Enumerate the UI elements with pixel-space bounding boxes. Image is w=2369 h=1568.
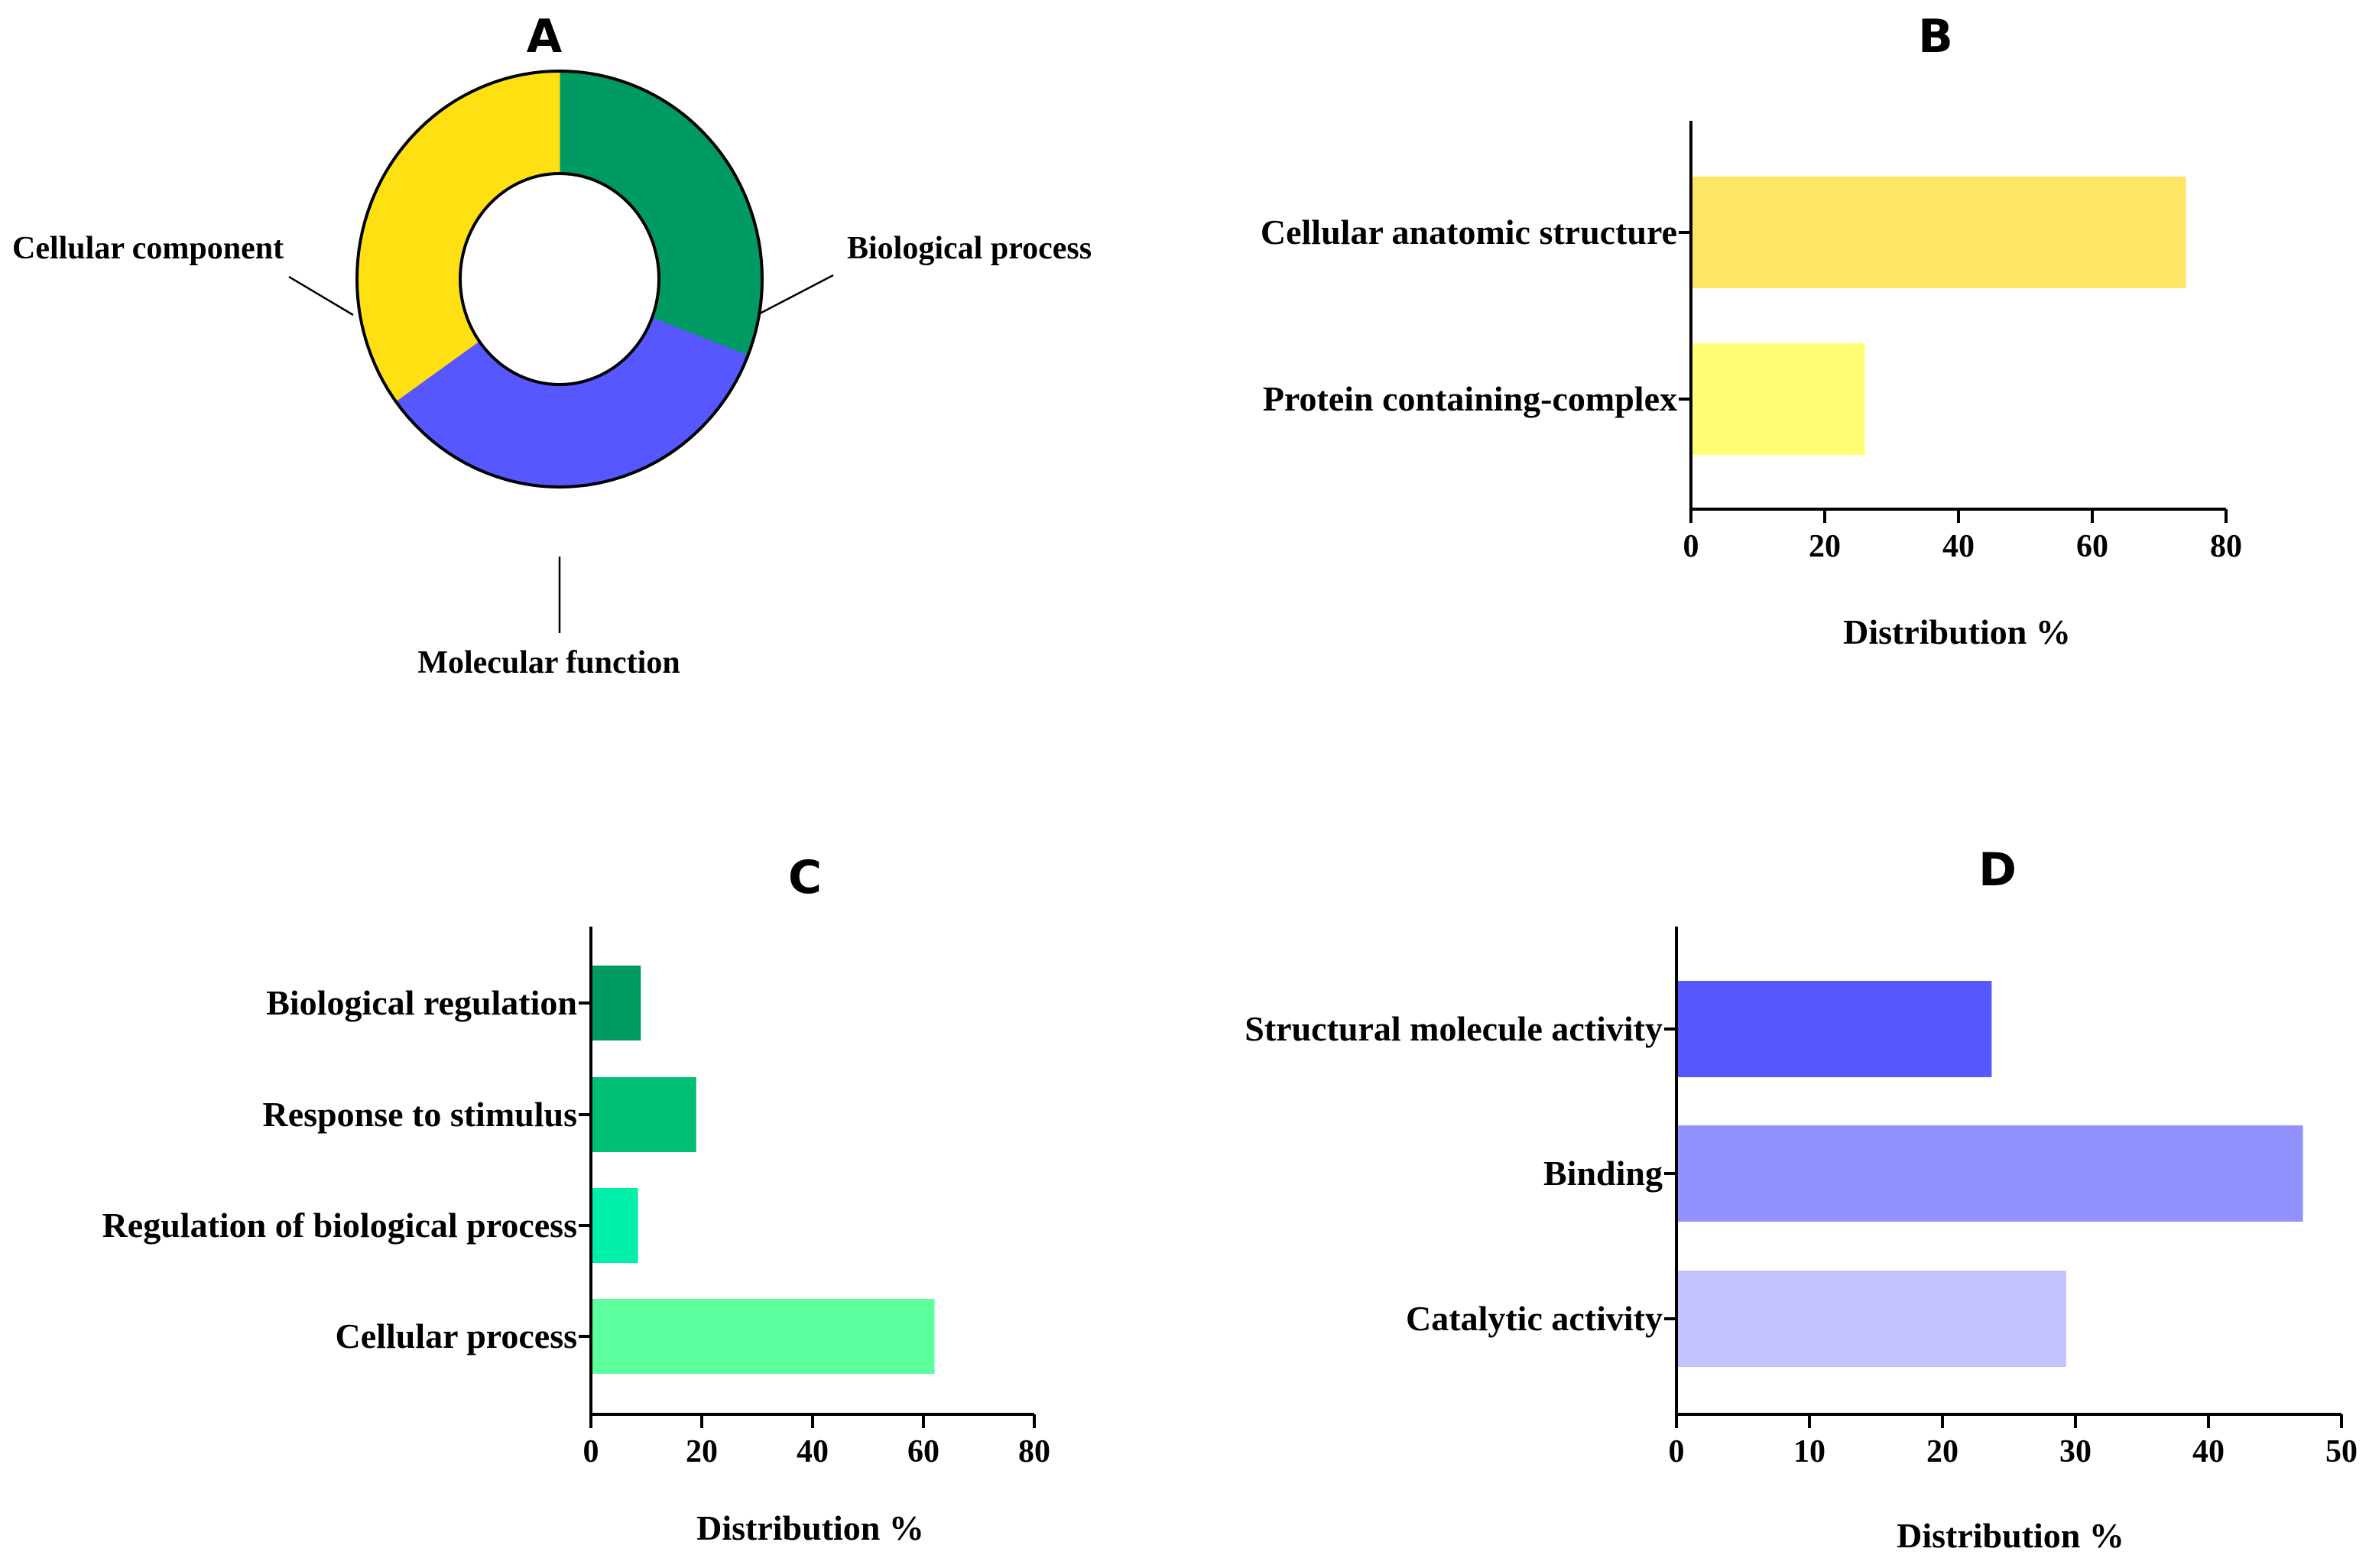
x-tick-label-10: 10	[1793, 1434, 1825, 1469]
bar-structural-molecule-activity	[1676, 981, 1992, 1077]
x-tick-label-80: 80	[2210, 529, 2242, 564]
bar-response-to-stimulus	[591, 1077, 696, 1152]
category-label-cellular-process: Cellular process	[336, 1316, 577, 1355]
slice-label-molecular-function: Molecular function	[417, 645, 680, 680]
x-tick-label-0: 0	[1683, 529, 1699, 564]
x-tick-label-60: 60	[2076, 529, 2108, 564]
bar-regulation-of-biological-process	[591, 1188, 638, 1263]
panel-d-title: D	[1978, 843, 2017, 897]
category-label-cellular-anatomic-structure: Cellular anatomic structure	[1261, 213, 1677, 252]
x-tick-label-30: 30	[2059, 1434, 2092, 1469]
x-tick-label-20: 20	[686, 1434, 718, 1469]
bar-cellular-anatomic-structure	[1691, 177, 2186, 288]
donut-inner-hole	[459, 172, 660, 386]
x-tick-label-40: 40	[797, 1434, 829, 1469]
category-label-biological-regulation: Biological regulation	[266, 983, 577, 1022]
panel-d-x-axis-title: Distribution %	[1897, 1516, 2124, 1555]
bar-cellular-process	[591, 1299, 935, 1374]
panel-d-bar-chart: D Structural molecule activityBindingCata…	[1245, 843, 2358, 1555]
panel-c-title: C	[788, 851, 822, 904]
panel-b-x-axis-title: Distribution %	[1843, 612, 2071, 651]
bar-biological-regulation	[591, 966, 641, 1040]
x-tick-label-50: 50	[2325, 1434, 2358, 1469]
category-label-response-to-stimulus: Response to stimulus	[262, 1095, 577, 1134]
leader-line-biological-process	[759, 274, 834, 315]
panel-c-x-axis-title: Distribution %	[696, 1508, 924, 1547]
bar-binding	[1676, 1125, 2303, 1222]
x-tick-label-20: 20	[1926, 1434, 1958, 1469]
x-tick-label-0: 0	[1669, 1434, 1685, 1469]
bar-catalytic-activity	[1676, 1271, 2066, 1367]
category-label-binding: Binding	[1543, 1154, 1663, 1193]
bar-protein-containing-complex	[1691, 343, 1865, 455]
x-tick-label-40: 40	[1942, 529, 1975, 564]
x-tick-label-0: 0	[583, 1434, 599, 1469]
panel-b-title: B	[1918, 10, 1953, 63]
category-label-structural-molecule-activity: Structural molecule activity	[1245, 1009, 1663, 1048]
leader-line-cellular-component	[288, 275, 354, 317]
x-tick-label-20: 20	[1809, 529, 1841, 564]
panel-a-title: A	[527, 10, 563, 63]
x-tick-label-60: 60	[907, 1434, 939, 1469]
donut-outer-outline	[355, 70, 764, 489]
x-tick-label-40: 40	[2192, 1434, 2225, 1469]
x-tick-label-80: 80	[1018, 1434, 1050, 1469]
slice-label-cellular-component: Cellular component	[12, 231, 284, 266]
category-label-protein-containing-complex: Protein containing-complex	[1263, 379, 1677, 418]
category-label-catalytic-activity: Catalytic activity	[1406, 1299, 1663, 1338]
category-label-regulation-of-biological-process: Regulation of biological process	[102, 1206, 577, 1245]
slice-label-biological-process: Biological process	[847, 231, 1092, 266]
